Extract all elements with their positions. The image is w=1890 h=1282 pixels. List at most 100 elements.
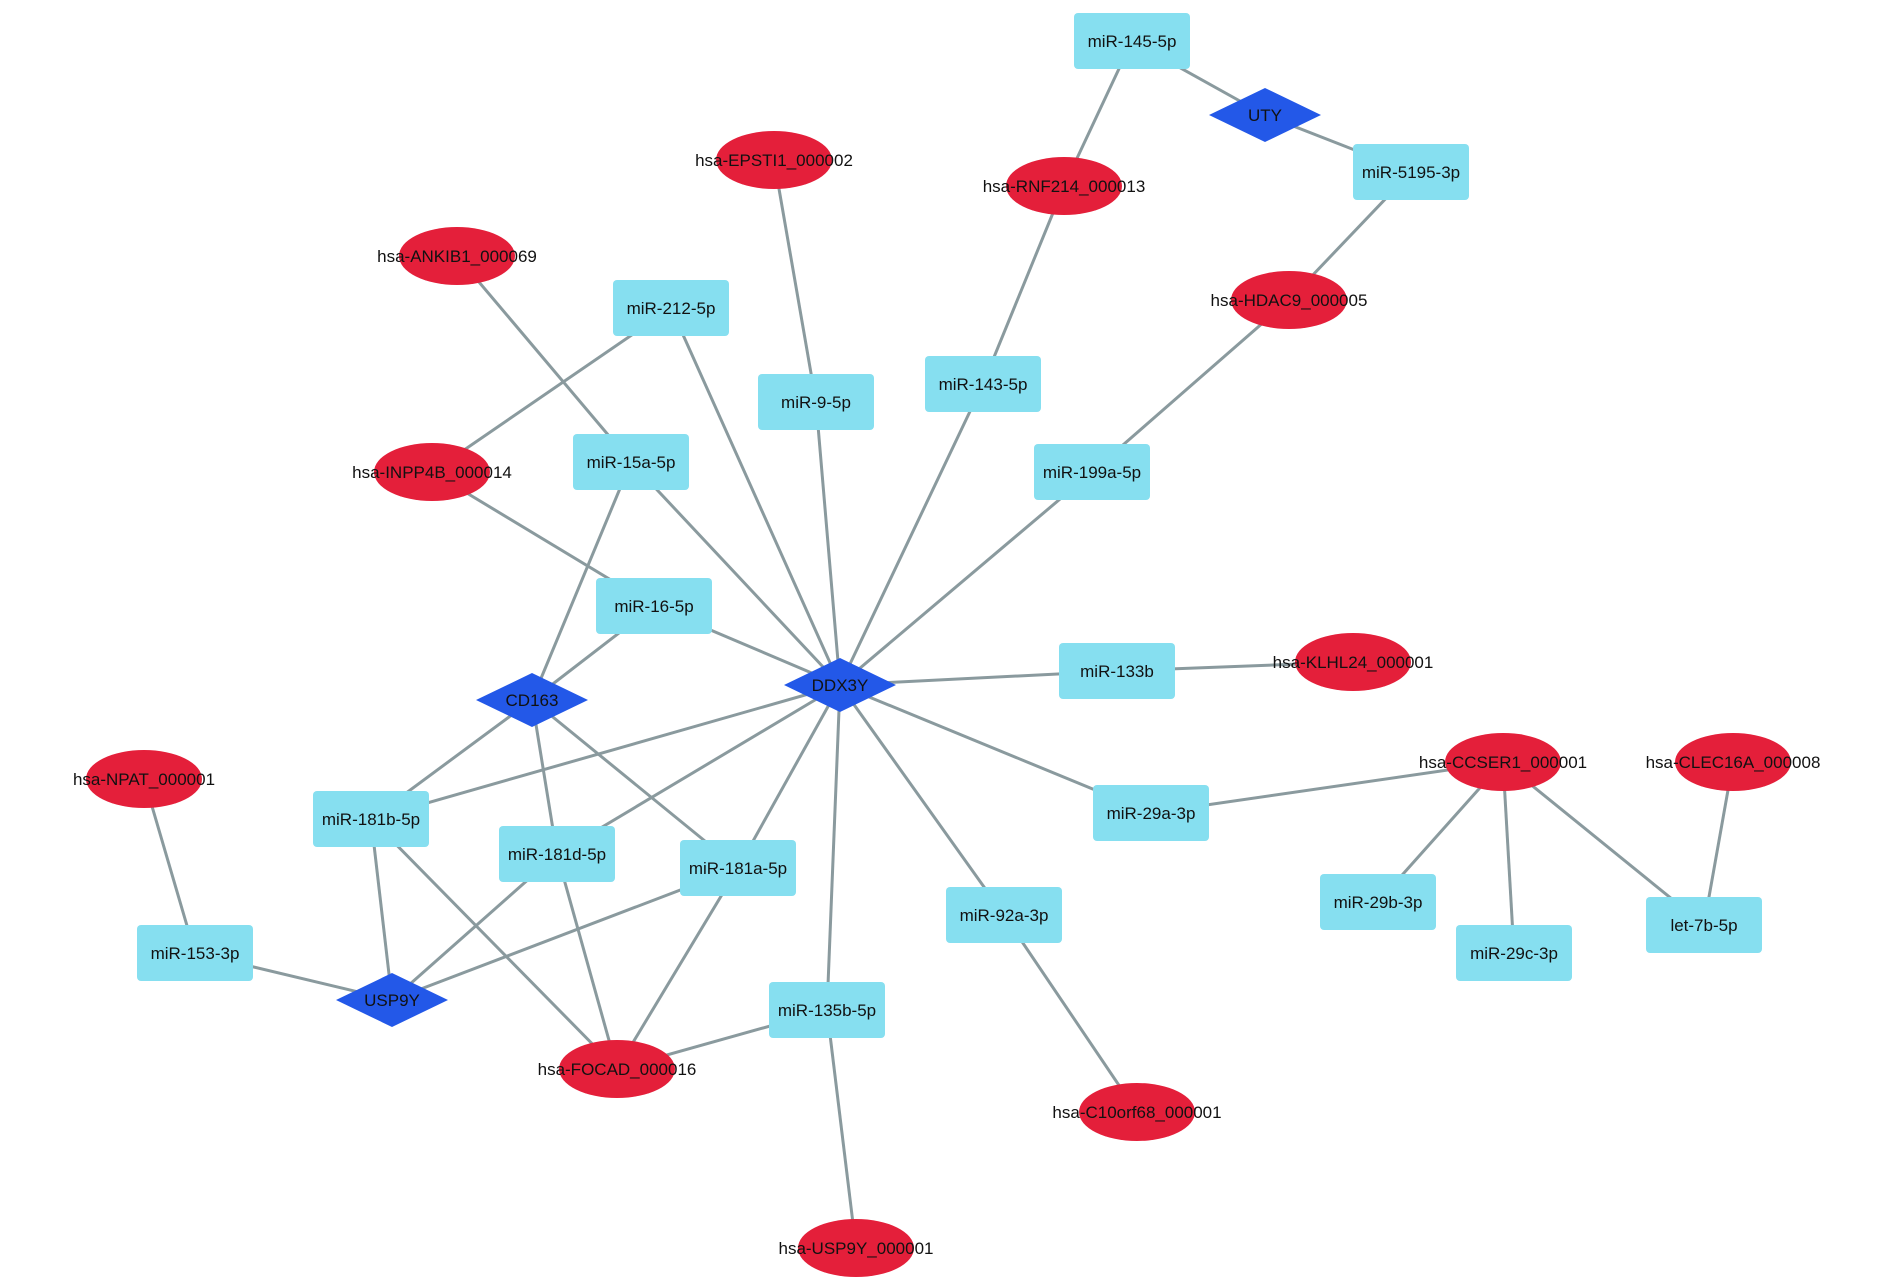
edge-ddx3y-to-mir-15a-5p [629, 460, 842, 687]
node-label: hsa-FOCAD_000016 [538, 1060, 697, 1079]
node-mir-145-5p[interactable]: miR-145-5p [1074, 13, 1190, 69]
edge-mir-181b-5p-to-hsa-focad-000016 [369, 817, 619, 1071]
edge-hsa-rnf214-000013-to-mir-143-5p [981, 185, 1066, 385]
node-ddx3y[interactable]: DDX3Y [784, 658, 896, 712]
edge-ddx3y-to-mir-143-5p [838, 383, 985, 686]
node-mir-16-5p[interactable]: miR-16-5p [596, 578, 712, 634]
mirna-box [1320, 874, 1436, 930]
edge-ddx3y-to-mir-181a-5p [736, 684, 842, 869]
node-usp9y[interactable]: USP9Y [336, 973, 448, 1027]
mirna-box [573, 434, 689, 490]
node-label: hsa-INPP4B_000014 [352, 463, 512, 482]
mirna-box [1646, 897, 1762, 953]
circrna-ellipse [798, 1219, 914, 1277]
node-hsa-npat-000001[interactable]: hsa-NPAT_000001 [73, 750, 215, 808]
circrna-ellipse [1079, 1083, 1195, 1141]
mirna-box [613, 280, 729, 336]
node-label: miR-181a-5p [689, 859, 787, 878]
mirna-box [769, 982, 885, 1038]
edge-mir-29a-3p-to-hsa-ccser1-000001 [1150, 760, 1504, 815]
node-hsa-ankib1-000069[interactable]: hsa-ANKIB1_000069 [377, 227, 537, 285]
node-label: miR-92a-3p [960, 906, 1049, 925]
node-mir-29c-3p[interactable]: miR-29c-3p [1456, 925, 1572, 981]
circrna-ellipse [716, 131, 832, 189]
gene-diamond [1209, 88, 1321, 142]
node-label: hsa-NPAT_000001 [73, 770, 215, 789]
edge-hsa-hdac9-000005-to-mir-199a-5p [1091, 298, 1290, 474]
node-mir-181d-5p[interactable]: miR-181d-5p [499, 826, 615, 882]
edge-ddx3y-to-mir-181b-5p [370, 683, 841, 821]
node-cd163[interactable]: CD163 [476, 673, 588, 727]
edge-layer [142, 39, 1735, 1249]
node-label: miR-143-5p [939, 375, 1028, 394]
node-mir-181b-5p[interactable]: miR-181b-5p [313, 791, 429, 847]
gene-diamond [784, 658, 896, 712]
mirna-box [596, 578, 712, 634]
edge-cd163-to-mir-15a-5p [530, 461, 633, 701]
node-label: DDX3Y [812, 676, 869, 695]
node-label: miR-212-5p [627, 299, 716, 318]
node-hsa-focad-000016[interactable]: hsa-FOCAD_000016 [538, 1040, 697, 1098]
mirna-box [680, 840, 796, 896]
node-label: hsa-CLEC16A_000008 [1646, 753, 1821, 772]
edge-hsa-ankib1-000069-to-mir-15a-5p [455, 255, 633, 463]
node-mir-29b-3p[interactable]: miR-29b-3p [1320, 874, 1436, 930]
node-hsa-c10orf68-000001[interactable]: hsa-C10orf68_000001 [1052, 1083, 1222, 1141]
node-uty[interactable]: UTY [1209, 88, 1321, 142]
edge-mir-135b-5p-to-hsa-usp9y-000001 [825, 1009, 858, 1249]
edge-mir-181b-5p-to-usp9y [369, 818, 394, 1001]
node-mir-199a-5p[interactable]: miR-199a-5p [1034, 444, 1150, 500]
node-label: miR-29c-3p [1470, 944, 1558, 963]
mirna-box [1093, 785, 1209, 841]
node-label: miR-9-5p [781, 393, 851, 412]
node-label: miR-29a-3p [1107, 804, 1196, 823]
node-label: miR-199a-5p [1043, 463, 1141, 482]
node-hsa-usp9y-000001[interactable]: hsa-USP9Y_000001 [778, 1219, 934, 1277]
mirna-box [758, 374, 874, 430]
node-hsa-ccser1-000001[interactable]: hsa-CCSER1_000001 [1419, 733, 1587, 791]
node-hsa-hdac9-000005[interactable]: hsa-HDAC9_000005 [1211, 271, 1368, 329]
node-hsa-clec16a-000008[interactable]: hsa-CLEC16A_000008 [1646, 733, 1821, 791]
mirna-box [1353, 144, 1469, 200]
node-mir-153-3p[interactable]: miR-153-3p [137, 925, 253, 981]
circrna-ellipse [399, 227, 515, 285]
node-label: hsa-KLHL24_000001 [1273, 653, 1434, 672]
node-mir-9-5p[interactable]: miR-9-5p [758, 374, 874, 430]
node-label: hsa-CCSER1_000001 [1419, 753, 1587, 772]
node-hsa-klhl24-000001[interactable]: hsa-KLHL24_000001 [1273, 633, 1434, 691]
node-label: miR-5195-3p [1362, 163, 1460, 182]
mirna-box [137, 925, 253, 981]
node-mir-181a-5p[interactable]: miR-181a-5p [680, 840, 796, 896]
mirna-box [1059, 643, 1175, 699]
node-label: miR-135b-5p [778, 1001, 876, 1020]
circrna-ellipse [559, 1040, 675, 1098]
node-mir-5195-3p[interactable]: miR-5195-3p [1353, 144, 1469, 200]
edge-hsa-ccser1-000001-to-mir-29c-3p [1501, 761, 1516, 954]
mirna-box [499, 826, 615, 882]
node-mir-133b[interactable]: miR-133b [1059, 643, 1175, 699]
node-label: miR-16-5p [614, 597, 693, 616]
edge-mir-92a-3p-to-hsa-c10orf68-000001 [1002, 914, 1139, 1113]
node-mir-29a-3p[interactable]: miR-29a-3p [1093, 785, 1209, 841]
node-mir-143-5p[interactable]: miR-143-5p [925, 356, 1041, 412]
mirna-box [1034, 444, 1150, 500]
circrna-ellipse [1675, 733, 1791, 791]
circrna-ellipse [1445, 733, 1561, 791]
edge-hsa-epsti1-000002-to-mir-9-5p [772, 159, 818, 403]
edge-ddx3y-to-mir-181d-5p [556, 683, 841, 856]
node-hsa-rnf214-000013[interactable]: hsa-RNF214_000013 [983, 157, 1146, 215]
node-mir-92a-3p[interactable]: miR-92a-3p [946, 887, 1062, 943]
node-let-7b-5p[interactable]: let-7b-5p [1646, 897, 1762, 953]
node-hsa-epsti1-000002[interactable]: hsa-EPSTI1_000002 [695, 131, 853, 189]
node-label: miR-145-5p [1088, 32, 1177, 51]
edge-ddx3y-to-mir-199a-5p [839, 470, 1093, 687]
node-label: hsa-RNF214_000013 [983, 177, 1146, 196]
node-mir-15a-5p[interactable]: miR-15a-5p [573, 434, 689, 490]
circrna-ellipse [1295, 633, 1411, 691]
node-mir-212-5p[interactable]: miR-212-5p [613, 280, 729, 336]
node-hsa-inpp4b-000014[interactable]: hsa-INPP4B_000014 [352, 443, 512, 501]
circrna-ellipse [1006, 157, 1122, 215]
node-mir-135b-5p[interactable]: miR-135b-5p [769, 982, 885, 1038]
